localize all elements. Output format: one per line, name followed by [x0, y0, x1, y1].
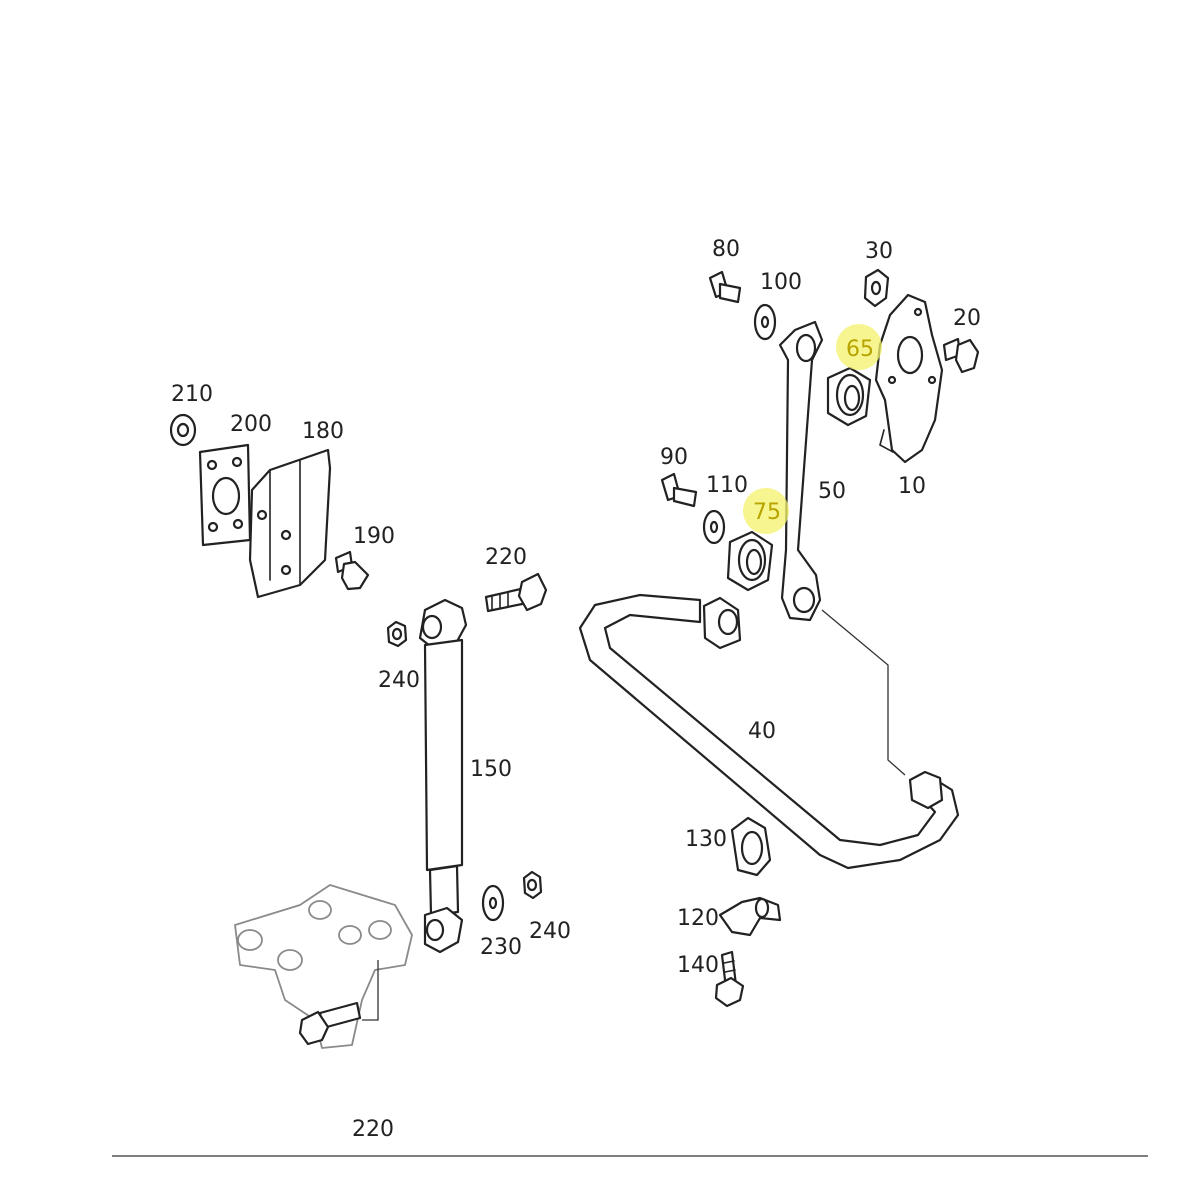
bracket-10 — [874, 293, 944, 464]
label-100: 100 — [760, 270, 802, 295]
label-110: 110 — [706, 473, 748, 498]
label-75: 75 — [753, 500, 781, 525]
bolt-20 — [942, 337, 980, 374]
bushing-75 — [726, 530, 774, 592]
leader-220-bottom — [362, 960, 379, 1021]
bushing-130 — [730, 816, 772, 877]
label-200: 200 — [230, 412, 272, 437]
label-220-bottom: 220 — [352, 1117, 394, 1142]
label-10: 10 — [898, 474, 926, 499]
label-40: 40 — [748, 719, 776, 744]
clamp-120 — [718, 896, 782, 937]
label-240-left: 240 — [378, 668, 420, 693]
label-220-top: 220 — [485, 545, 527, 570]
label-140: 140 — [677, 953, 719, 978]
nut-240-left — [386, 620, 408, 648]
bolt-140 — [714, 950, 745, 1008]
highlight-65 — [836, 324, 882, 370]
label-190: 190 — [353, 524, 395, 549]
label-150: 150 — [470, 757, 512, 782]
plate-200 — [198, 443, 252, 547]
label-20: 20 — [953, 306, 981, 331]
bolt-80 — [708, 270, 742, 304]
label-50: 50 — [818, 479, 846, 504]
label-180: 180 — [302, 419, 344, 444]
bushing-65 — [826, 366, 872, 427]
label-65: 65 — [846, 337, 874, 362]
washer-100 — [753, 303, 777, 341]
bolt-90 — [660, 472, 698, 508]
nut-30 — [863, 268, 890, 308]
washer-230 — [481, 884, 505, 922]
label-80: 80 — [712, 237, 740, 262]
highlight-75 — [743, 488, 789, 534]
bolt-220-top — [484, 572, 548, 613]
bolt-220-bottom — [298, 1001, 362, 1046]
label-230: 230 — [480, 935, 522, 960]
label-30: 30 — [865, 239, 893, 264]
bolt-190 — [334, 550, 370, 591]
leader-50 — [821, 609, 906, 776]
nut-240-right — [522, 870, 543, 900]
washer-110 — [702, 509, 726, 545]
label-90: 90 — [660, 445, 688, 470]
washer-210 — [169, 413, 197, 447]
label-120: 120 — [677, 906, 719, 931]
axle-bracket — [234, 884, 413, 1049]
stabilizer-bar-40 — [578, 593, 960, 870]
label-130: 130 — [685, 827, 727, 852]
bracket-180 — [248, 448, 332, 599]
link-rod-50 — [778, 320, 824, 622]
shock-absorber-150 — [418, 598, 468, 954]
label-240-right: 240 — [529, 919, 571, 944]
label-210: 210 — [171, 382, 213, 407]
